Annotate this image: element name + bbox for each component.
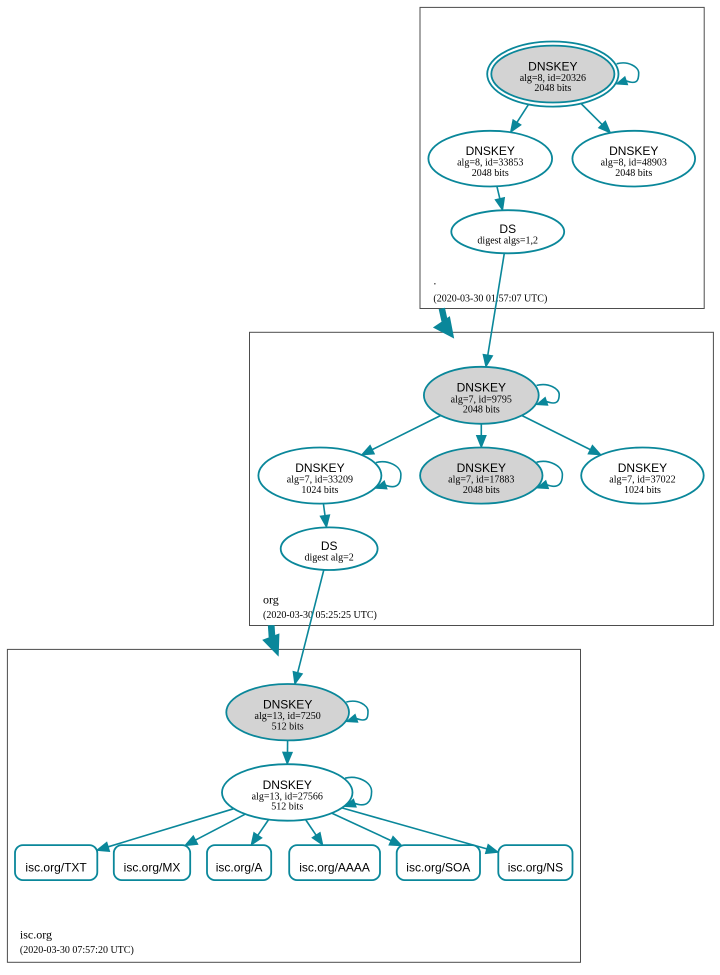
- svg-text:alg=8, id=20326: alg=8, id=20326: [520, 73, 586, 84]
- svg-text:.: .: [433, 274, 436, 288]
- svg-text:isc.org/NS: isc.org/NS: [508, 860, 563, 874]
- svg-text:2048 bits: 2048 bits: [472, 168, 509, 179]
- svg-text:digest algs=1,2: digest algs=1,2: [477, 235, 538, 246]
- svg-text:(2020-03-30 07:57:20 UTC): (2020-03-30 07:57:20 UTC): [20, 945, 134, 956]
- svg-text:2048 bits: 2048 bits: [463, 485, 500, 496]
- svg-text:isc.org/A: isc.org/A: [216, 860, 263, 874]
- svg-text:alg=7, id=37022: alg=7, id=37022: [609, 475, 675, 486]
- svg-text:org: org: [263, 593, 279, 607]
- svg-text:1024 bits: 1024 bits: [301, 485, 338, 496]
- svg-text:isc.org: isc.org: [20, 927, 52, 941]
- svg-text:alg=8, id=48903: alg=8, id=48903: [601, 158, 667, 169]
- svg-text:DNSKEY: DNSKEY: [609, 144, 658, 158]
- svg-text:isc.org/MX: isc.org/MX: [124, 860, 181, 874]
- svg-text:isc.org/SOA: isc.org/SOA: [406, 860, 470, 874]
- svg-text:DNSKEY: DNSKEY: [295, 461, 344, 475]
- svg-text:2048 bits: 2048 bits: [463, 405, 500, 416]
- svg-text:isc.org/AAAA: isc.org/AAAA: [299, 860, 370, 874]
- svg-text:2048 bits: 2048 bits: [534, 83, 571, 94]
- svg-text:alg=8, id=33853: alg=8, id=33853: [457, 158, 523, 169]
- svg-text:(2020-03-30 01:57:07 UTC): (2020-03-30 01:57:07 UTC): [433, 293, 547, 304]
- svg-text:DNSKEY: DNSKEY: [466, 144, 515, 158]
- svg-text:(2020-03-30 05:25:25 UTC): (2020-03-30 05:25:25 UTC): [263, 610, 377, 621]
- svg-text:alg=13, id=7250: alg=13, id=7250: [255, 711, 321, 722]
- svg-text:alg=7, id=9795: alg=7, id=9795: [451, 394, 512, 405]
- svg-text:DS: DS: [321, 539, 338, 553]
- svg-text:DNSKEY: DNSKEY: [263, 778, 312, 792]
- svg-text:alg=7, id=17883: alg=7, id=17883: [448, 475, 514, 486]
- svg-text:isc.org/TXT: isc.org/TXT: [25, 860, 87, 874]
- svg-text:DNSKEY: DNSKEY: [618, 461, 667, 475]
- svg-text:2048 bits: 2048 bits: [615, 168, 652, 179]
- svg-text:DNSKEY: DNSKEY: [263, 698, 312, 712]
- svg-text:alg=7, id=33209: alg=7, id=33209: [287, 475, 353, 486]
- svg-text:1024 bits: 1024 bits: [624, 485, 661, 496]
- svg-text:512 bits: 512 bits: [272, 721, 304, 732]
- svg-text:DNSKEY: DNSKEY: [457, 461, 506, 475]
- svg-text:digest alg=2: digest alg=2: [305, 552, 354, 563]
- svg-text:DS: DS: [499, 222, 516, 236]
- svg-text:512 bits: 512 bits: [271, 802, 303, 813]
- svg-text:DNSKEY: DNSKEY: [457, 381, 506, 395]
- svg-text:DNSKEY: DNSKEY: [528, 60, 577, 74]
- svg-text:alg=13, id=27566: alg=13, id=27566: [252, 792, 323, 803]
